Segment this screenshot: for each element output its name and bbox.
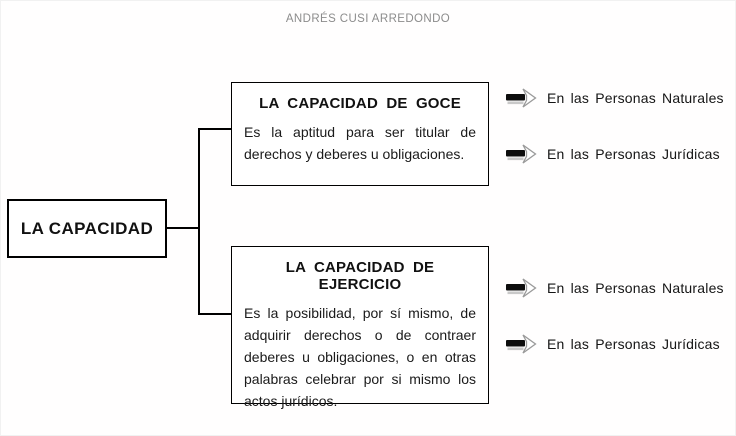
target-row: En las Personas Jurídicas (504, 142, 720, 166)
connector-root-horizontal (167, 227, 199, 229)
target-label: En las Personas Naturales (547, 280, 724, 296)
target-label: En las Personas Jurídicas (547, 336, 720, 352)
connector-to-goce (200, 128, 231, 130)
striped-right-arrow-icon (506, 334, 537, 354)
target-label: En las Personas Jurídicas (547, 146, 720, 162)
branch-node-capacidad-de-ejercicio: LA CAPACIDAD DE EJERCICIO Es la posibili… (231, 246, 489, 409)
branch-node-capacidad-de-goce: LA CAPACIDAD DE GOCE Es la aptitud para … (231, 82, 489, 186)
striped-right-arrow-icon (506, 88, 537, 108)
root-node-la-capacidad: LA CAPACIDAD (7, 199, 167, 258)
target-row: En las Personas Jurídicas (504, 332, 720, 356)
striped-right-arrow-icon (506, 278, 537, 298)
root-node-title: LA CAPACIDAD (20, 218, 154, 238)
branch-title: LA CAPACIDAD DE GOCE (259, 95, 461, 112)
target-row: En las Personas Naturales (504, 86, 724, 110)
striped-right-arrow-icon (506, 144, 537, 164)
author-heading: ANDRÉS CUSI ARREDONDO (285, 13, 451, 25)
branch-title: LA CAPACIDAD DE EJERCICIO (285, 259, 435, 293)
target-label: En las Personas Naturales (547, 90, 724, 106)
connector-vertical-trunk (198, 128, 200, 315)
branch-description: Es la aptitud para ser titular de derech… (244, 124, 476, 162)
connector-to-ejercicio (200, 313, 231, 315)
branch-description: Es la posibilidad, por sí mismo, de adqu… (244, 305, 476, 409)
target-row: En las Personas Naturales (504, 276, 724, 300)
